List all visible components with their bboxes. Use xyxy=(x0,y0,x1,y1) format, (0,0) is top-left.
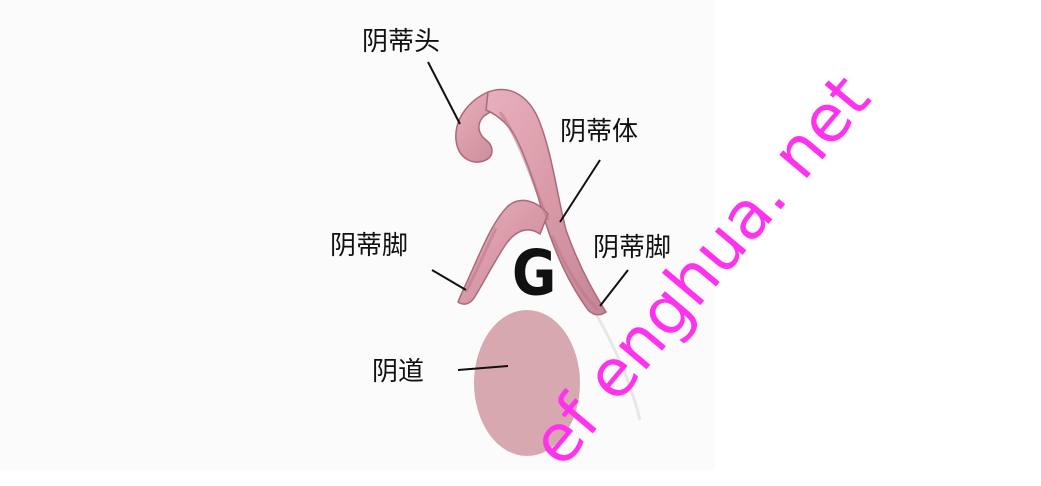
leader-line-crus-right xyxy=(599,269,629,307)
vagina-ellipse xyxy=(474,310,580,456)
clitoris-glans xyxy=(455,91,517,163)
label-crus-left: 阴蒂脚 xyxy=(330,231,408,261)
label-crus-right: 阴蒂脚 xyxy=(593,233,671,263)
leader-line-body xyxy=(559,159,601,223)
clitoris-illustration xyxy=(455,88,608,316)
label-body: 阴蒂体 xyxy=(560,117,638,147)
g-spot-label: G xyxy=(512,237,556,310)
label-vagina: 阴道 xyxy=(372,357,424,387)
diagram-background xyxy=(0,0,715,470)
clitoris-crus-left xyxy=(457,199,549,305)
leader-line-crus-left xyxy=(431,269,467,291)
leader-line-vagina xyxy=(457,365,509,371)
label-glans: 阴蒂头 xyxy=(362,27,440,57)
leader-line-glans xyxy=(427,61,461,125)
